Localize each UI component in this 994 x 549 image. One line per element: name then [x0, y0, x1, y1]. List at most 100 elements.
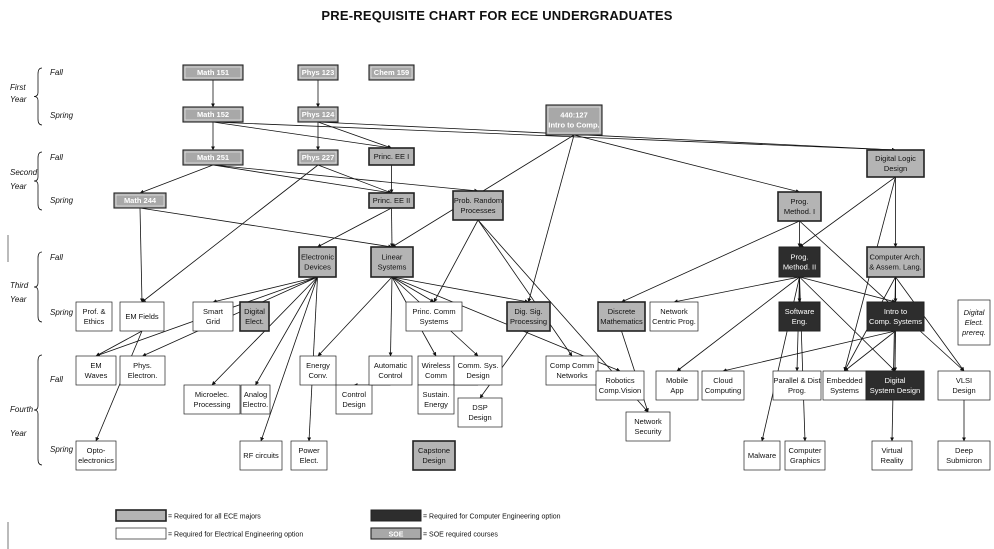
legend-label: = Required for Electrical Engineering op…	[168, 532, 303, 539]
course-progm1[interactable]: Prog.Method. I	[777, 191, 822, 222]
year-label: Third	[10, 281, 29, 290]
course-chem159[interactable]: Chem 159	[368, 64, 415, 81]
course-progm2[interactable]: Prog.Method. II	[778, 246, 821, 278]
course-label: Software	[785, 307, 815, 316]
course-princee2[interactable]: Princ. EE II	[368, 192, 415, 209]
course-phys124[interactable]: Phys 124	[297, 106, 339, 123]
course-phys123[interactable]: Phys 123	[297, 64, 339, 81]
course-inner-border	[299, 151, 337, 164]
course-princee1[interactable]: Princ. EE I	[368, 147, 415, 166]
edge-phys124-princee1	[317, 121, 392, 149]
course-microelec[interactable]: Microelec.Processing	[183, 384, 241, 415]
course-profeth[interactable]: Prof. &Ethics	[75, 301, 113, 332]
course-box	[182, 106, 244, 123]
course-box	[412, 440, 456, 471]
course-label: EM Fields	[125, 312, 159, 321]
course-commsys[interactable]: Comm. Sys.Design	[453, 355, 503, 386]
course-label: Phys 124	[302, 110, 335, 119]
course-label: Electro.	[243, 400, 268, 409]
year-label: Fourth	[10, 405, 34, 414]
course-label: Intro to	[884, 307, 907, 316]
edge-introcomp-digsysdes	[893, 330, 898, 372]
course-label: Method. II	[783, 263, 816, 272]
course-box	[866, 149, 925, 178]
course-malware[interactable]: Malware	[743, 440, 781, 471]
course-label: Grid	[206, 317, 220, 326]
legend-label: = Required for Computer Engineering opti…	[423, 514, 561, 521]
edge-math152-princee1	[212, 121, 392, 150]
course-label: Network	[634, 417, 662, 426]
legend-item-lg3: = Required for Computer Engineering opti…	[370, 509, 561, 522]
course-math152[interactable]: Math 152	[182, 106, 244, 123]
course-label: Robotics	[605, 376, 634, 385]
legend: = Required for all ECE majors= Required …	[115, 509, 561, 540]
course-box	[298, 246, 337, 278]
course-emfields[interactable]: EM Fields	[119, 301, 165, 332]
course-physelec[interactable]: Phys.Electron.	[119, 355, 166, 386]
course-opto[interactable]: Opto-electronics	[75, 440, 117, 471]
legend-item-lg4: SOE= SOE required courses	[370, 527, 498, 540]
course-math151[interactable]: Math 151	[182, 64, 244, 81]
edge-probrand-princcomm	[433, 219, 479, 303]
course-label: Energy	[306, 361, 330, 370]
course-label: Digital	[885, 376, 906, 385]
course-math251[interactable]: Math 251	[182, 149, 244, 166]
course-digsig[interactable]: Dig. Sig.Processing	[506, 301, 551, 332]
course-label: Electron.	[128, 371, 158, 380]
course-phys227[interactable]: Phys 227	[297, 149, 339, 166]
course-sustain[interactable]: Sustain.Energy	[417, 384, 455, 415]
course-label: Prof. &	[83, 307, 106, 316]
course-label: Digital	[964, 308, 985, 317]
course-math244[interactable]: Math 244	[113, 192, 167, 209]
course-label: Computing	[705, 386, 741, 395]
course-label: Smart	[203, 307, 224, 316]
edge-digsig-dsp	[479, 330, 529, 399]
course-label: Control	[378, 371, 403, 380]
edge-linsys-autocontrol	[388, 276, 393, 357]
course-comparch[interactable]: Computer Arch.& Assem. Lang.	[866, 246, 925, 278]
edge-math251-math244	[139, 164, 214, 194]
legend-swatch	[370, 527, 422, 540]
term-label: Spring	[50, 111, 74, 120]
course-box	[119, 301, 165, 332]
year-brace	[33, 151, 43, 211]
course-box	[957, 299, 991, 346]
course-box	[297, 64, 339, 81]
course-rfcirc[interactable]: RF circuits	[239, 440, 283, 471]
